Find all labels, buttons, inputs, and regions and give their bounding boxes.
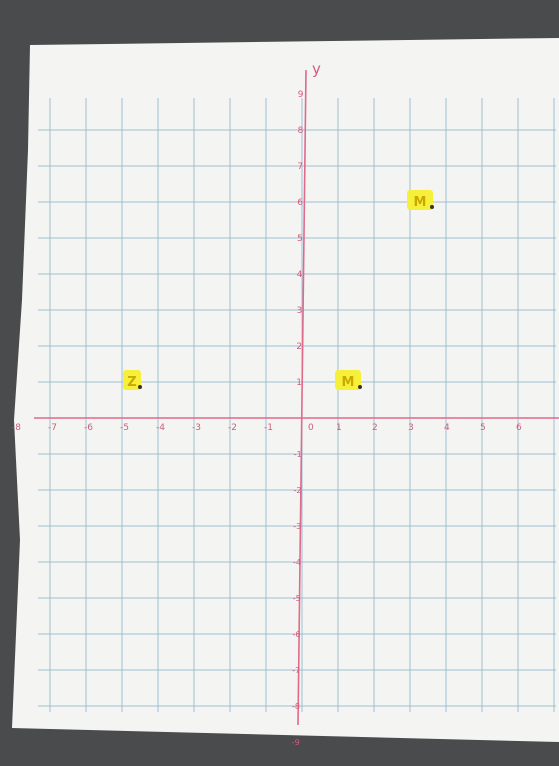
y-axis-label: y bbox=[312, 60, 321, 78]
point-dot bbox=[430, 205, 434, 209]
x-tick-label: 4 bbox=[444, 423, 450, 433]
x-tick-label: -3 bbox=[192, 423, 201, 433]
y-tick-label: -6 bbox=[293, 630, 301, 639]
x-tick-label: -4 bbox=[156, 423, 165, 433]
y-tick-label: -1 bbox=[294, 450, 302, 459]
y-tick-label: 9 bbox=[298, 90, 304, 100]
x-tick-label: -1 bbox=[264, 423, 273, 433]
x-tick-label: 5 bbox=[480, 423, 486, 433]
coordinate-axes bbox=[34, 69, 559, 726]
sticker-note bbox=[407, 190, 433, 210]
y-tick-label: -3 bbox=[293, 522, 301, 531]
y-tick-label: 3 bbox=[297, 306, 303, 316]
sticker-label: M bbox=[414, 195, 427, 210]
paper-sheet bbox=[12, 38, 559, 742]
y-tick-label: 4 bbox=[297, 270, 303, 280]
point-stickers: M Z M bbox=[123, 190, 434, 390]
x-tick-label: 1 bbox=[336, 423, 342, 433]
point-sticker: M bbox=[407, 190, 434, 210]
sticker-note bbox=[335, 370, 361, 390]
x-tick-label: -6 bbox=[84, 423, 93, 433]
y-tick-label: 8 bbox=[298, 126, 304, 136]
y-tick-label: 5 bbox=[297, 234, 303, 244]
grid-lines bbox=[38, 98, 556, 712]
y-tick-label: 1 bbox=[296, 378, 302, 388]
y-tick-label: -8 bbox=[292, 702, 300, 711]
y-tick-label: -2 bbox=[294, 486, 302, 495]
y-tick-label: -7 bbox=[292, 666, 300, 675]
axis-tick-labels: -8 -7 -6 -5 -4 -3 -2 -1 0 1 2 3 4 5 6 1 2 3 4 5 6 7 8 9 -1 -2 -3 -4… bbox=[12, 90, 522, 747]
x-tick-label: 6 bbox=[516, 423, 522, 433]
y-tick-label: -5 bbox=[293, 594, 301, 603]
sticker-label: Z bbox=[127, 375, 136, 390]
x-tick-label: 3 bbox=[408, 423, 414, 433]
point-dot bbox=[138, 385, 142, 389]
y-tick-label: -9 bbox=[292, 738, 300, 747]
point-dot bbox=[358, 385, 362, 389]
sticker-label: M bbox=[342, 375, 355, 390]
point-sticker: M bbox=[335, 370, 362, 390]
x-tick-label: -2 bbox=[228, 423, 237, 433]
y-tick-label: 2 bbox=[296, 342, 302, 352]
x-tick-label: 2 bbox=[372, 423, 378, 433]
x-tick-label: 0 bbox=[308, 423, 314, 433]
sticker-note bbox=[123, 370, 141, 390]
x-tick-label: -7 bbox=[48, 423, 57, 433]
y-axis bbox=[297, 69, 307, 726]
y-tick-label: 6 bbox=[297, 198, 303, 208]
x-tick-label: -8 bbox=[12, 423, 21, 433]
y-tick-label: 7 bbox=[297, 162, 303, 172]
y-tick-label: -4 bbox=[293, 558, 301, 567]
x-tick-label: -5 bbox=[120, 423, 129, 433]
point-sticker: Z bbox=[123, 370, 142, 390]
